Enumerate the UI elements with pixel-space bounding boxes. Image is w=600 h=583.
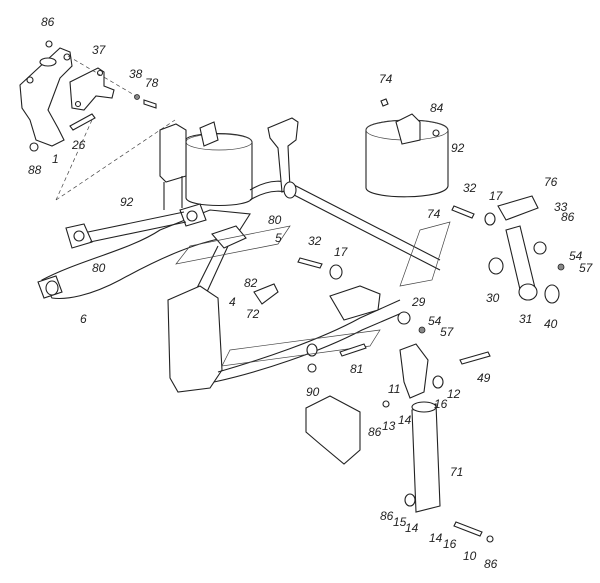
callout-14: 14 (405, 521, 419, 535)
callout-32: 32 (308, 234, 322, 248)
callout-14: 14 (429, 531, 443, 545)
bracket-37-part (69, 67, 115, 111)
callout-4: 4 (229, 295, 236, 309)
callout-15: 15 (393, 515, 407, 529)
shock-mount-left (159, 123, 187, 210)
air-spring-left (185, 121, 253, 207)
callout-16: 16 (434, 397, 448, 411)
callout-33: 33 (554, 200, 568, 214)
callout-10: 10 (463, 549, 477, 563)
callout-17: 17 (489, 189, 503, 203)
callout-54: 54 (428, 314, 442, 328)
callout-82: 82 (244, 276, 258, 290)
callout-49: 49 (477, 371, 491, 385)
bolt-81 (307, 343, 367, 373)
main-axle-beam (167, 285, 405, 393)
callout-92: 92 (120, 195, 134, 209)
callout-13: 13 (382, 419, 396, 433)
callout-86: 86 (561, 210, 575, 224)
shock-absorber-71 (399, 343, 441, 513)
guide-planes (175, 221, 451, 367)
callout-5: 5 (275, 231, 282, 245)
callout-32: 32 (463, 181, 477, 195)
callout-14: 14 (398, 413, 412, 427)
callout-88: 88 (28, 163, 42, 177)
axle-spindle (195, 225, 247, 295)
callout-40: 40 (544, 317, 558, 331)
link-arm-right (451, 195, 565, 304)
air-spring-right (365, 98, 449, 198)
callout-12: 12 (447, 387, 461, 401)
callout-30: 30 (486, 291, 500, 305)
callout-84: 84 (430, 101, 444, 115)
callout-54: 54 (569, 249, 583, 263)
callout-86: 86 (484, 557, 498, 571)
stabilizer-bar (249, 117, 441, 271)
bushing-ends (65, 203, 207, 249)
callout-1: 1 (52, 152, 59, 166)
callout-11: 11 (388, 382, 401, 396)
callout-80: 80 (92, 261, 106, 275)
callout-86: 86 (41, 15, 55, 29)
callout-86: 86 (368, 425, 382, 439)
assembly-dashed-lines (55, 55, 176, 201)
callout-76: 76 (544, 175, 558, 189)
callout-16: 16 (443, 537, 457, 551)
callout-78: 78 (145, 76, 159, 90)
callout-37: 37 (92, 43, 106, 57)
bracket-4-part (253, 283, 279, 305)
callout-6: 6 (80, 312, 87, 326)
callout-72: 72 (246, 307, 260, 321)
callout-74: 74 (427, 207, 441, 221)
callout-57: 57 (440, 325, 454, 339)
shock-hardware (382, 351, 494, 543)
callout-86: 86 (380, 509, 394, 523)
callout-17: 17 (334, 245, 348, 259)
callout-92: 92 (451, 141, 465, 155)
callout-74: 74 (379, 72, 393, 86)
callout-71: 71 (450, 465, 464, 479)
fasteners-top-left (29, 40, 157, 152)
callout-31: 31 (519, 312, 533, 326)
callout-81: 81 (350, 362, 364, 376)
callout-80: 80 (268, 213, 282, 227)
callout-26: 26 (72, 138, 86, 152)
callout-90: 90 (306, 385, 320, 399)
mid-bushings (297, 257, 426, 334)
callout-57: 57 (579, 261, 593, 275)
lower-mount-bracket (305, 395, 361, 465)
callout-29: 29 (412, 295, 426, 309)
trailing-arm-6 (37, 209, 251, 299)
callout-38: 38 (129, 67, 143, 81)
